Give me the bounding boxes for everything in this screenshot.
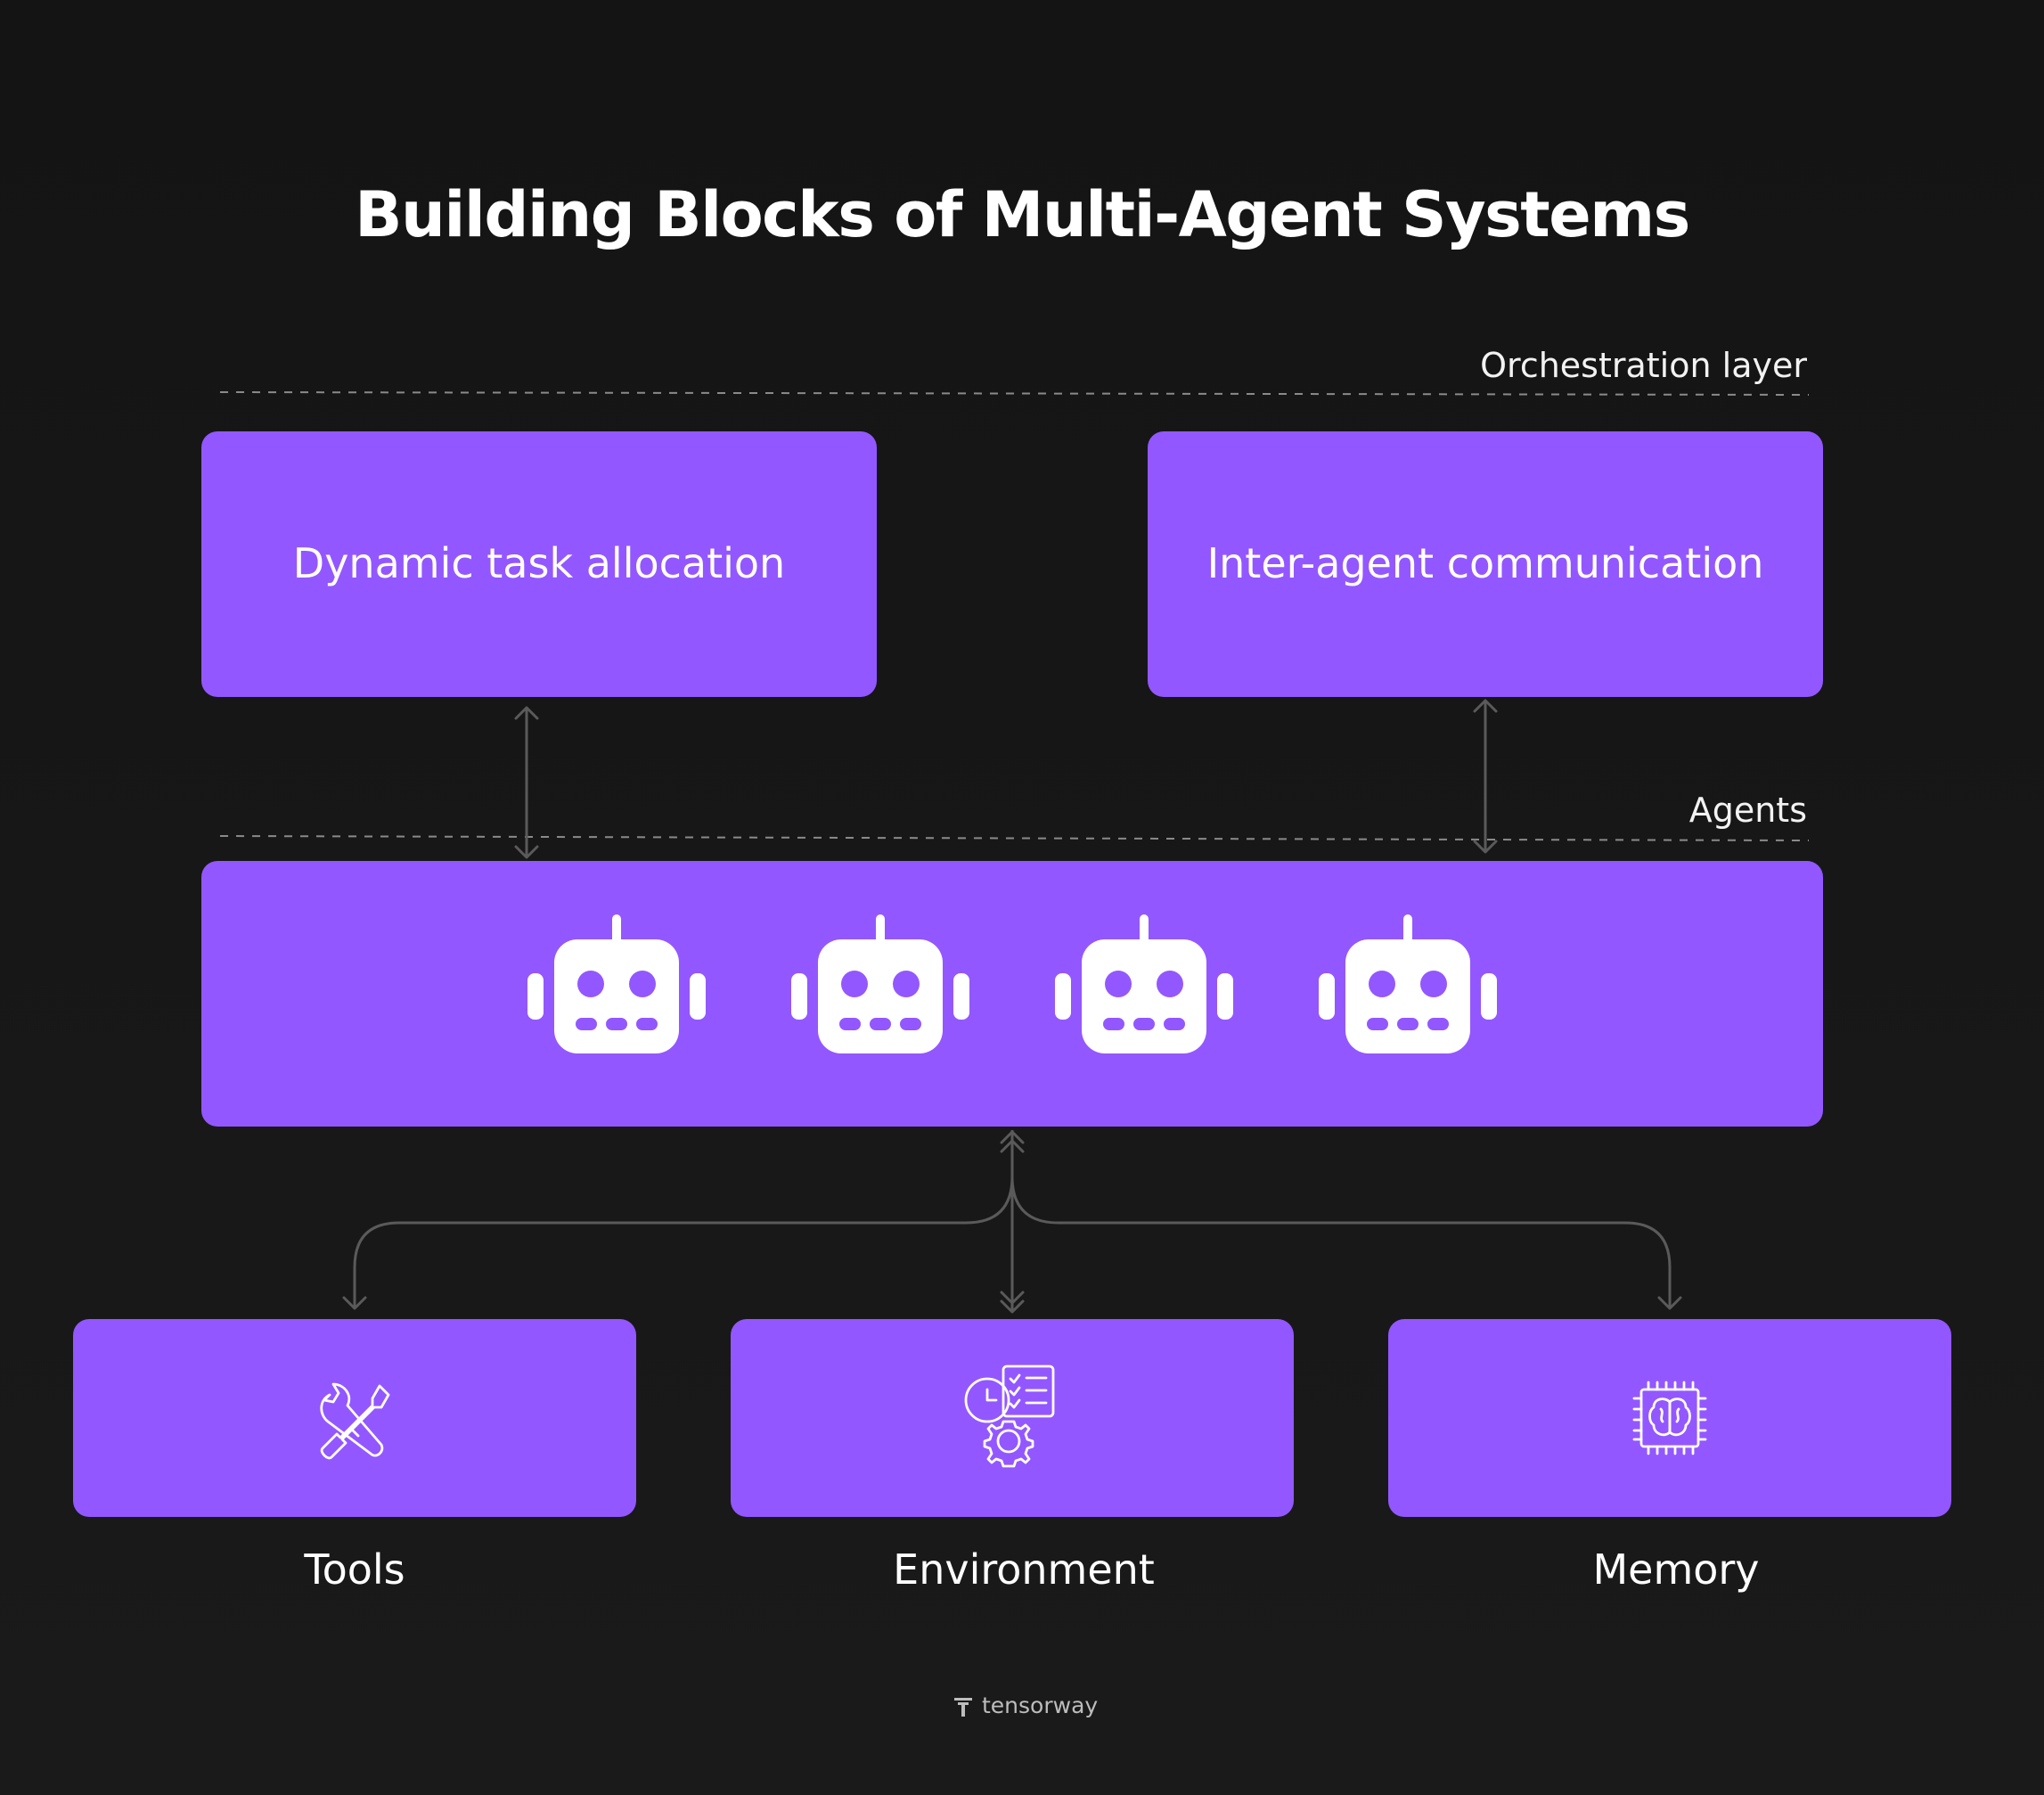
- arrow-down-icon: [1000, 1291, 1025, 1305]
- brand-mark: tensorway: [954, 1693, 1098, 1718]
- orchestration-box-bg: [1148, 431, 1823, 697]
- arrow-up-icon: [1473, 699, 1498, 713]
- arrow-down-icon: [514, 845, 539, 859]
- environment-icon: [964, 1365, 1055, 1468]
- arrow-down-icon: [1657, 1296, 1682, 1310]
- memory-icon: [1632, 1381, 1707, 1455]
- robot-icon: [791, 914, 969, 1053]
- orchestration-layer-label: Orchestration layer: [1480, 346, 1807, 385]
- tensorway-logo-icon: [954, 1698, 972, 1717]
- resource-box-bg: [731, 1319, 1294, 1517]
- resource-box-bg: [73, 1319, 636, 1517]
- orchestration-box-bg: [201, 431, 877, 697]
- arrow-down-icon: [342, 1296, 367, 1310]
- orchestration-box-inter-agent-communication: Inter-agent communication: [1148, 431, 1823, 697]
- resource-label-memory: Memory: [1592, 1545, 1759, 1594]
- resource-box-tools: Tools: [73, 1319, 636, 1594]
- arrow-up-icon: [514, 706, 539, 720]
- robot-icon: [1319, 914, 1497, 1053]
- resource-label-environment: Environment: [893, 1545, 1155, 1594]
- agents-layer-divider: [219, 835, 1810, 841]
- connector-task-allocation-agents: [514, 706, 539, 859]
- agents-robots-group: [527, 914, 1497, 1053]
- resource-box-environment: Environment: [731, 1319, 1294, 1594]
- orchestration-box-label: Inter-agent communication: [1207, 539, 1764, 587]
- robot-icon: [527, 914, 706, 1053]
- diagram-title: Building Blocks of Multi-Agent Systems: [355, 178, 1689, 251]
- resource-box-memory: Memory: [1388, 1319, 1951, 1594]
- robot-icon: [1055, 914, 1233, 1053]
- agents-layer-label: Agents: [1689, 791, 1807, 830]
- arrow-down-icon: [1000, 1299, 1025, 1314]
- arrow-down-icon: [1473, 840, 1498, 854]
- arrow-up-icon: [1000, 1139, 1025, 1153]
- tools-icon: [320, 1382, 390, 1460]
- orchestration-box-label: Dynamic task allocation: [293, 539, 785, 587]
- resource-label-tools: Tools: [303, 1545, 405, 1594]
- orchestration-box-dynamic-task-allocation: Dynamic task allocation: [201, 431, 877, 697]
- orchestration-layer-divider: [219, 391, 1810, 396]
- brand-name: tensorway: [982, 1693, 1098, 1718]
- agents-box: [201, 861, 1823, 1127]
- connector-communication-agents: [1473, 699, 1498, 854]
- arrow-up-icon: [1000, 1130, 1025, 1144]
- connector-agents-resources: [342, 1130, 1682, 1314]
